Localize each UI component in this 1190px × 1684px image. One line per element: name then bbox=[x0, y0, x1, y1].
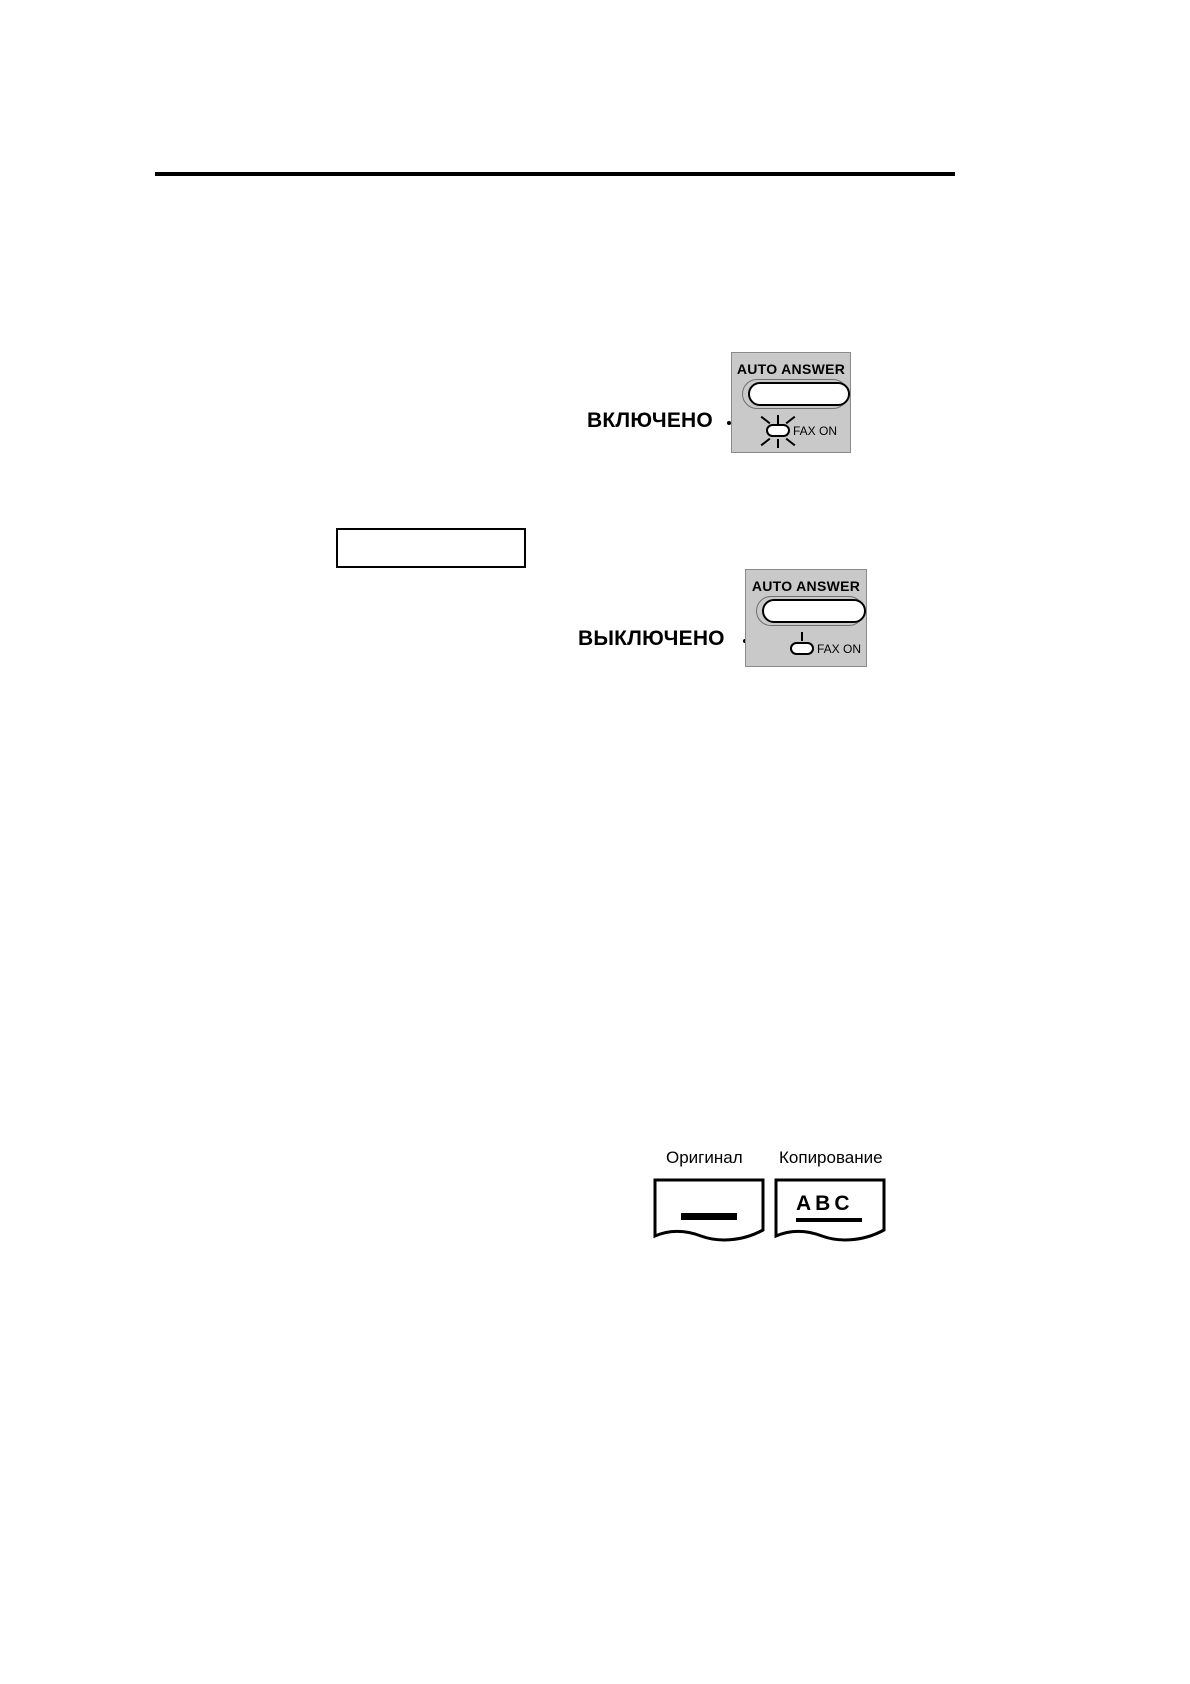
control-panel-on: AUTO ANSWER FAX ON bbox=[731, 352, 851, 453]
auto-answer-button-on[interactable] bbox=[748, 382, 850, 406]
panel-title-auto-answer-on: AUTO ANSWER bbox=[736, 361, 846, 377]
control-panel-off: AUTO ANSWER FAX ON bbox=[745, 569, 867, 667]
led-blink-ray bbox=[777, 439, 779, 448]
led-blink-ray bbox=[777, 415, 779, 424]
sheet-copy-text: ABC bbox=[796, 1192, 854, 1215]
led-blink-ray bbox=[760, 437, 771, 447]
state-label-off: ВЫКЛЮЧЕНО bbox=[578, 627, 725, 650]
auto-answer-button-off[interactable] bbox=[762, 599, 866, 623]
fax-on-led-label-on: FAX ON bbox=[793, 424, 838, 438]
led-blink-ray bbox=[785, 415, 796, 425]
state-label-on: ВКЛЮЧЕНО bbox=[587, 409, 713, 432]
leader-dot bbox=[727, 421, 731, 425]
fax-on-led-label-off: FAX ON bbox=[817, 642, 862, 656]
empty-note-box bbox=[336, 528, 526, 568]
panel-title-auto-answer-off: AUTO ANSWER bbox=[751, 578, 861, 594]
led-blink-ray bbox=[760, 415, 771, 425]
sheet-copy-outline bbox=[774, 1178, 886, 1242]
sheet-copy bbox=[772, 1176, 888, 1246]
sheet-original bbox=[651, 1176, 767, 1246]
fax-on-led-off bbox=[790, 642, 814, 655]
fax-on-led-on bbox=[766, 424, 790, 437]
caption-copy: Копирование bbox=[779, 1148, 883, 1167]
led-blink-ray bbox=[785, 437, 796, 447]
led-indicator-tick bbox=[801, 632, 803, 641]
caption-original: Оригинал bbox=[666, 1148, 743, 1167]
header-divider-rule bbox=[155, 172, 955, 176]
sheet-original-outline bbox=[653, 1178, 765, 1242]
